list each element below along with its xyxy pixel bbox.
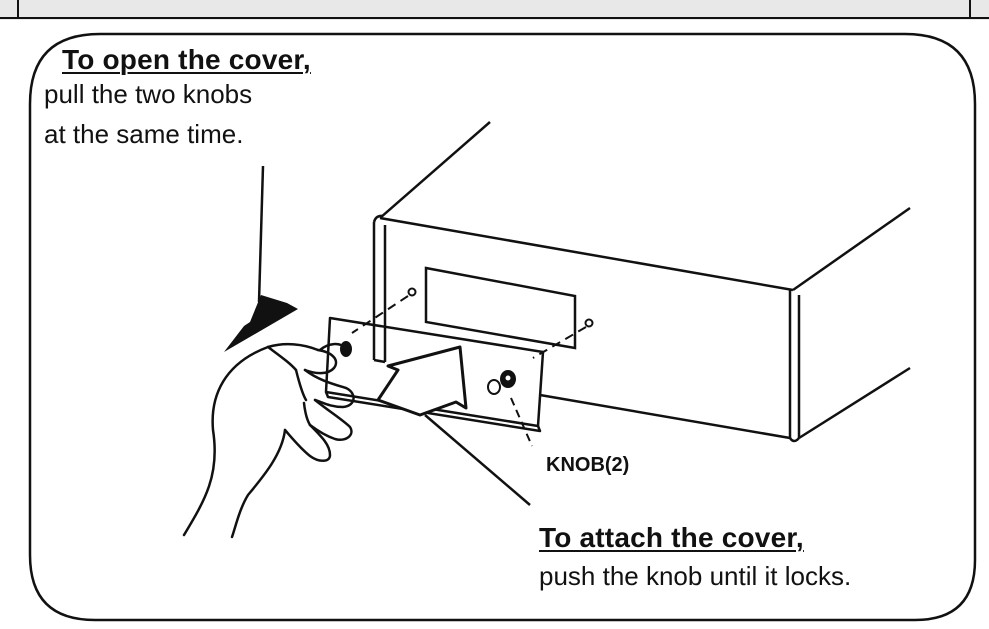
panel-border bbox=[28, 32, 977, 622]
attach-leader-line bbox=[424, 414, 531, 506]
knob-icons bbox=[340, 341, 516, 395]
cover-plate bbox=[324, 316, 545, 433]
device-box bbox=[372, 121, 911, 443]
knob-leader-line bbox=[510, 397, 533, 447]
mounting-holes bbox=[407, 287, 594, 328]
display-window-outline bbox=[424, 266, 577, 350]
push-arrow-icon bbox=[376, 345, 468, 417]
pull-arrow-icon bbox=[224, 165, 298, 352]
hand-icon bbox=[182, 342, 355, 539]
top-frame bbox=[0, 0, 989, 20]
